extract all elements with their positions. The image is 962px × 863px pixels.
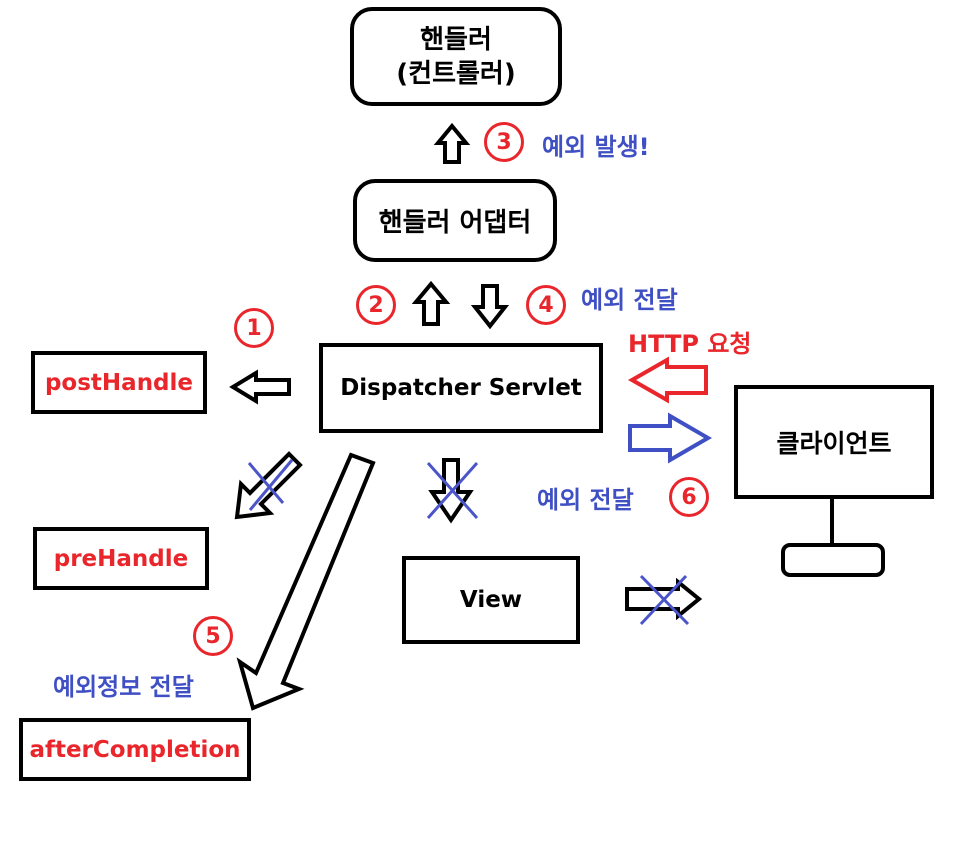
note-http-request: HTTP 요청 xyxy=(628,330,752,358)
note-exception-occurred: 예외 발생! xyxy=(542,133,650,161)
cross-mark-view-out xyxy=(639,574,688,626)
client-monitor-box: 클라이언트 xyxy=(734,385,934,499)
handler-controller-box: 핸들러 (컨트롤러) xyxy=(350,7,562,106)
posthandle-box: postHandle xyxy=(31,351,207,414)
step-badge-1: 1 xyxy=(234,308,274,348)
dispatcher-servlet-label: Dispatcher Servlet xyxy=(340,375,582,401)
cross-mark-view xyxy=(426,462,479,519)
view-label: View xyxy=(459,587,523,613)
step-badge-2: 2 xyxy=(356,285,396,325)
view-box: View xyxy=(402,556,580,644)
dispatcher-servlet-box: Dispatcher Servlet xyxy=(319,343,603,433)
note-exception-forward-client: 예외 전달 xyxy=(537,486,634,514)
arrow-up-to-handler xyxy=(433,122,471,164)
note-exception-info-forward: 예외정보 전달 xyxy=(53,673,194,701)
posthandle-label: postHandle xyxy=(44,369,194,396)
monitor-stand xyxy=(830,497,834,545)
note-exception-forward-top: 예외 전달 xyxy=(581,286,678,314)
client-label: 클라이언트 xyxy=(776,429,892,458)
aftercompletion-label: afterCompletion xyxy=(29,736,241,763)
handler-adapter-label: 핸들러 어댑터 xyxy=(378,208,532,238)
arrow-left-to-posthandle xyxy=(229,369,291,405)
handler-label: 핸들러 xyxy=(420,24,492,55)
arrow-http-request xyxy=(627,356,708,404)
cross-mark-prehandle xyxy=(247,462,285,504)
monitor-base xyxy=(781,543,885,577)
arrow-up-to-adapter xyxy=(411,280,451,326)
prehandle-label: preHandle xyxy=(53,545,189,572)
handler-adapter-box: 핸들러 어댑터 xyxy=(353,179,557,262)
step-badge-6: 6 xyxy=(669,477,709,517)
arrow-long-to-aftercompletion xyxy=(236,452,376,711)
controller-label: (컨트롤러) xyxy=(396,58,516,89)
arrow-down-to-dispatcher xyxy=(470,284,510,330)
aftercompletion-box: afterCompletion xyxy=(19,718,251,781)
prehandle-box: preHandle xyxy=(33,527,209,590)
step-badge-3: 3 xyxy=(484,122,524,162)
step-badge-4: 4 xyxy=(526,285,566,325)
step-badge-5: 5 xyxy=(193,616,233,656)
arrow-response-to-client xyxy=(628,412,712,464)
cross-mark-prehandle xyxy=(248,459,294,511)
